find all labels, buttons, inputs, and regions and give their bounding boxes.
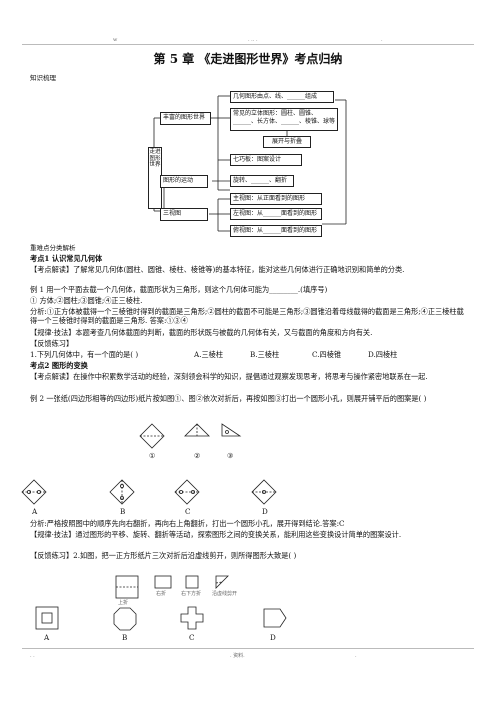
fold-step-label-4: 沿虚线剪开 (212, 591, 238, 597)
answer-c-shape (180, 606, 204, 630)
fold-step-label-3: 右下方折 (181, 591, 202, 597)
answer-b-shape (113, 607, 137, 631)
fold-square-2 (154, 575, 172, 589)
k2-method: 【规律·技法】通过图形的平移、旋转、翻折等活动，探索图形之间的变换关系，能利用这… (30, 530, 402, 539)
answer-d-label: D (270, 633, 276, 642)
answer-a-label: A (44, 633, 50, 642)
k1-practice-tag: 【反馈练习】 (30, 339, 74, 348)
mindmap-item-3: 展开与折叠 (263, 136, 311, 148)
header-rule (22, 44, 474, 45)
answer-b-label: B (122, 633, 128, 642)
k2-tag: 【考点解读】在操作中积累数学活动的经验，深刻领会科学的知识，提倡通过观察发现思考… (30, 372, 428, 381)
footer-mid: . 资料. (230, 653, 245, 659)
mindmap-item-5: 旋转、______、翻折 (230, 175, 294, 187)
fig-label-3: ③ (227, 451, 234, 460)
mindmap-motion: 图形的运动 (160, 175, 208, 188)
k1-method: 【规律·技法】本题考查几何体截面的判断，截面的形状既与被截的几何体有关，又与截面… (30, 328, 373, 337)
option-b-shape (109, 479, 135, 505)
option-b-label: B (120, 507, 126, 516)
k1-opt-b: B.三棱柱 (250, 350, 280, 359)
footer-right: . (355, 653, 357, 659)
option-a-shape (21, 479, 47, 505)
k1-example: 例 1 用一个平面去截一个几何体，截面形状为三角形，则这个几何体可能为_____… (30, 285, 328, 294)
page-title: 第 5 章 《走进图形世界》考点归纳 (153, 52, 343, 66)
k1-example-options: ① 方体;②圆柱;③圆锥;④正三棱柱. (30, 296, 143, 305)
fold-step-label-1: 上折 (118, 600, 129, 606)
mindmap-item-6: 主视图：从正面看到的图形 (230, 193, 322, 205)
k1-tag: 【考点解读】了解常见几何体(圆柱、圆锥、棱柱、棱锥等)的基本特征，能对这些几何体… (30, 265, 405, 274)
mindmap-three-view: 三视图 (160, 208, 208, 221)
option-d-shape (251, 479, 277, 505)
header-mid-mark: . .. . (248, 37, 258, 43)
section-label: 知识梳理 (30, 74, 56, 82)
k2-title: 考点2 图形的变换 (30, 361, 88, 370)
mindmap-rich: 丰富的图形世界 (160, 112, 211, 125)
mindmap-item-4: 七巧板：图案设计 (230, 154, 302, 166)
fold-square-4 (215, 575, 229, 589)
answer-d-shape (263, 608, 287, 628)
fold-step-label-2: 右折 (156, 591, 167, 597)
mindmap-item-2: 常见的立体图形：圆柱、圆锥、______、长方体、______、棱锥、球等 (230, 108, 338, 131)
footer-left: . . (30, 653, 35, 659)
k2-analysis: 分析:严格按照图中的顺序先向右翻折，再向右上角翻折，打出一个圆形小孔，展开得到结… (30, 519, 345, 528)
mindmap-item-8: 俯视图：从______面看到的图形 (230, 225, 322, 237)
mindmap-item-1: 几何图形由点、线、______组成 (230, 91, 334, 103)
answer-c-label: C (189, 633, 195, 642)
section2-label: 重难点分类解析 (30, 244, 76, 252)
fold-step-3-shape (221, 423, 242, 437)
k1-opt-d: D.四棱柱 (368, 350, 398, 359)
k2-example: 例 2 一张纸(四边形相等的四边形)纸片按如图①、图②依次对折后，再按如图③打出… (30, 394, 427, 403)
fold-square-3 (185, 575, 199, 589)
fig-label-2: ② (194, 451, 201, 460)
mindmap-item-7: 左视图：从______面看到的图形 (230, 208, 322, 220)
fold-hole-mark (225, 430, 229, 434)
k2-practice: 【反馈练习】2.如图，把一正方形纸片三次对折后沿虚线剪开，则所得图形大致是( ) (30, 551, 297, 560)
k1-title: 考点1 认识常见几何体 (30, 254, 103, 263)
header-right-mark: . (381, 37, 383, 43)
option-d-label: D (262, 507, 268, 516)
footer-rule (22, 648, 474, 649)
option-c-shape (174, 479, 200, 505)
k1-practice: 1.下列几何体中，有一个面的是( ) (30, 350, 139, 359)
option-a-label: A (32, 507, 38, 516)
k1-opt-c: C.四棱锥 (312, 350, 342, 359)
header-left-mark: w (113, 37, 118, 43)
k1-opt-a: A.三棱柱 (194, 350, 224, 359)
k1-analysis: 分析:①正方体被截得一个三棱锥时得到的截面是三角形;②圆柱的截面不可能是三角形;… (30, 307, 464, 325)
fold-step-1-shape (139, 423, 165, 449)
fig-label-1: ① (149, 451, 156, 460)
answer-a-shape (35, 606, 59, 630)
option-c-label: C (185, 507, 191, 516)
